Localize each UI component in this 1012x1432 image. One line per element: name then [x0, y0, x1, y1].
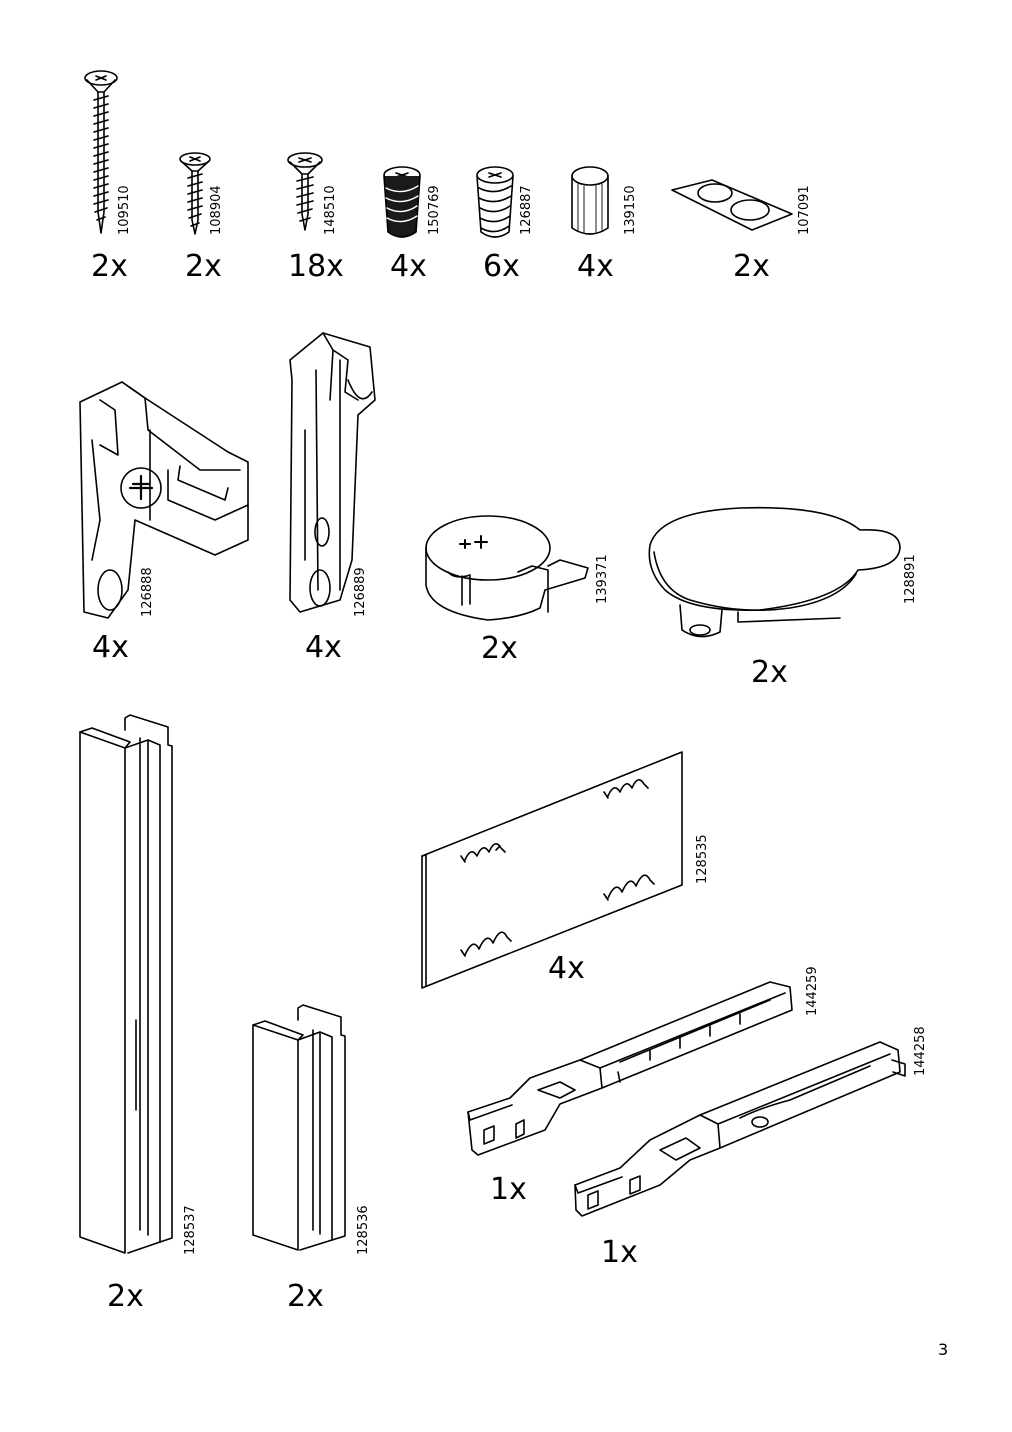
- part-number-126887: 126887: [519, 185, 534, 235]
- part-number-109510: 109510: [117, 185, 132, 235]
- qty-109510: 2x: [91, 249, 128, 284]
- qty-128535: 4x: [548, 951, 585, 986]
- qty-128537: 2x: [107, 1279, 144, 1314]
- part-number-128535: 128535: [695, 834, 710, 884]
- part-number-150769: 150769: [427, 185, 442, 235]
- part-number-126889: 126889: [353, 567, 368, 617]
- right-runner-icon: [574, 1041, 906, 1217]
- qty-108904: 2x: [185, 249, 222, 284]
- small-wood-screw-icon: [287, 152, 323, 231]
- cam-lock-icon: [425, 515, 589, 621]
- qty-148510: 18x: [288, 249, 344, 284]
- part-number-128536: 128536: [356, 1205, 371, 1255]
- qty-126888: 4x: [92, 630, 129, 665]
- part-number-128537: 128537: [183, 1205, 198, 1255]
- part-number-108904: 108904: [209, 185, 224, 235]
- long-wood-screw-icon: [84, 70, 118, 234]
- qty-126887: 6x: [483, 249, 520, 284]
- page-number: 3: [938, 1340, 949, 1359]
- adhesive-pads-icon: [671, 179, 793, 231]
- qty-139150: 4x: [577, 249, 614, 284]
- qty-128891: 2x: [751, 655, 788, 690]
- left-runner-icon: [467, 981, 793, 1156]
- cover-cap-icon: [648, 506, 901, 638]
- black-euro-screw-icon: [383, 166, 421, 238]
- euro-screw-icon: [476, 166, 514, 238]
- drawer-front-bracket-icon: [79, 381, 249, 619]
- part-number-128891: 128891: [903, 554, 918, 604]
- short-wood-screw-icon: [179, 152, 211, 235]
- wooden-dowel-icon: [571, 166, 609, 235]
- part-number-144259: 144259: [805, 966, 820, 1016]
- drawer-rear-bracket-icon: [289, 332, 376, 613]
- qty-150769: 4x: [390, 249, 427, 284]
- part-number-107091: 107091: [797, 185, 812, 235]
- part-number-148510: 148510: [323, 185, 338, 235]
- qty-139371: 2x: [481, 631, 518, 666]
- part-number-139150: 139150: [623, 185, 638, 235]
- long-rail-profile-icon: [79, 714, 173, 1254]
- qty-144258: 1x: [601, 1235, 638, 1270]
- qty-107091: 2x: [733, 249, 770, 284]
- part-number-139371: 139371: [595, 554, 610, 604]
- part-number-126888: 126888: [140, 567, 155, 617]
- part-number-144258: 144258: [913, 1026, 928, 1076]
- qty-144259: 1x: [490, 1172, 527, 1207]
- qty-126889: 4x: [305, 630, 342, 665]
- qty-128536: 2x: [287, 1279, 324, 1314]
- clip-plate-icon: [421, 751, 683, 989]
- short-rail-profile-icon: [252, 1004, 346, 1251]
